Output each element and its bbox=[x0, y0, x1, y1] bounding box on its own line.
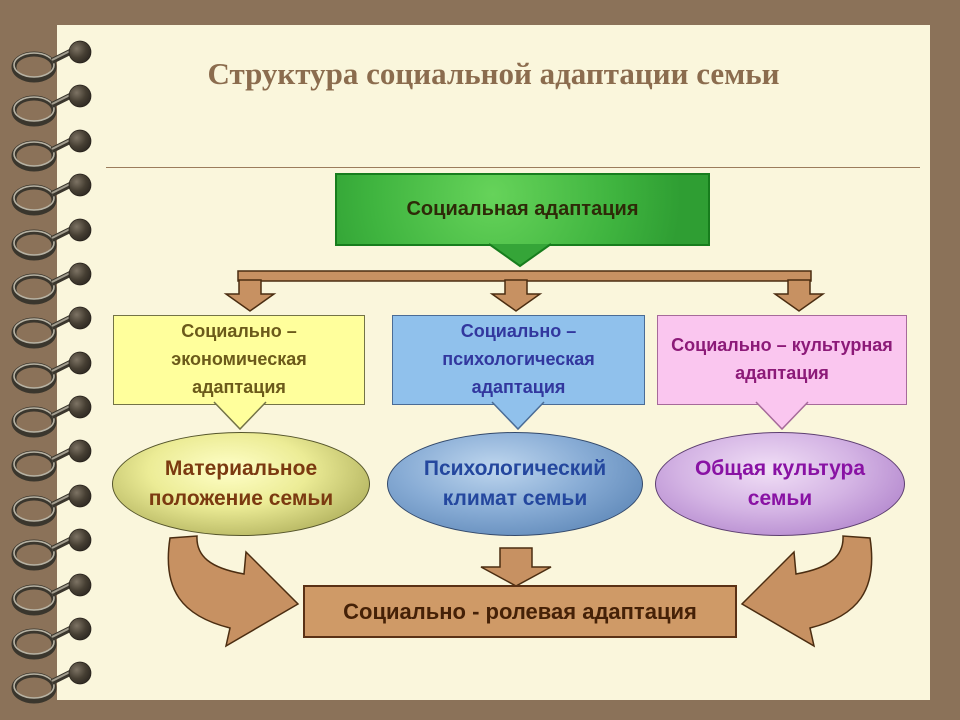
node-label: Социально – психологическая адаптация bbox=[442, 321, 595, 397]
node-label: Социальная адаптация bbox=[406, 198, 639, 220]
node-role-adaptation: Социально - ролевая адаптация bbox=[303, 585, 737, 638]
node-material-position: Материальное положение семьи bbox=[112, 432, 370, 536]
slide-title: Структура социальной адаптации семьи bbox=[207, 56, 780, 91]
node-label: Материальное положение семьи bbox=[148, 456, 334, 510]
node-social-adaptation: Социальная адаптация bbox=[335, 173, 710, 246]
node-label: Социально – экономическая адаптация bbox=[171, 321, 307, 397]
node-label: Социально – культурная адаптация bbox=[671, 335, 893, 383]
node-label: Социально - ролевая адаптация bbox=[343, 598, 697, 624]
title-divider bbox=[106, 167, 920, 168]
node-label: Общая культура семьи bbox=[694, 456, 866, 510]
node-psychological-adaptation: Социально – психологическая адаптация bbox=[392, 315, 645, 405]
node-economic-adaptation: Социально – экономическая адаптация bbox=[113, 315, 365, 405]
node-psychological-climate: Психологический климат семьи bbox=[387, 432, 643, 536]
node-cultural-adaptation: Социально – культурная адаптация bbox=[657, 315, 907, 405]
node-label: Психологический климат семьи bbox=[423, 456, 607, 510]
node-general-culture: Общая культура семьи bbox=[655, 432, 905, 536]
